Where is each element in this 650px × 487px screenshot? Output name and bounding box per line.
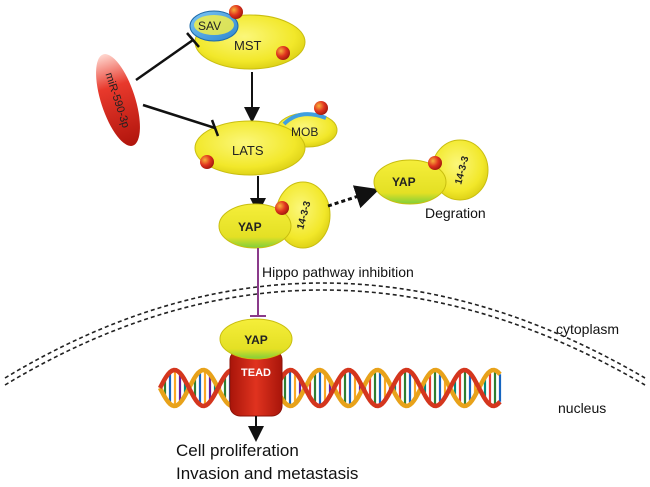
sav-label: SAV bbox=[198, 19, 221, 33]
yap-degraded-label: YAP bbox=[392, 175, 416, 189]
degradation-label: Degration bbox=[425, 205, 486, 221]
hippo-inhibition-label: Hippo pathway inhibition bbox=[262, 264, 414, 280]
phospho-mst-top bbox=[229, 5, 243, 19]
phospho-yap-center bbox=[275, 201, 289, 215]
outcome-proliferation: Cell proliferation bbox=[176, 441, 299, 460]
phospho-mst-right bbox=[276, 46, 290, 60]
yap-protein-nucleus bbox=[219, 318, 293, 360]
tead-label: TEAD bbox=[241, 367, 271, 379]
yap-protein-center bbox=[218, 203, 292, 249]
tead-yap-complex: TEAD YAP bbox=[219, 318, 293, 417]
dna-helix bbox=[157, 367, 502, 409]
phospho-yap-degraded bbox=[428, 156, 442, 170]
yap-nucleus-label: YAP bbox=[244, 333, 268, 347]
mst-label: MST bbox=[234, 38, 262, 53]
yap-1433-complex: YAP 14-3-3 bbox=[218, 181, 331, 249]
mirna-inhibition-lines bbox=[135, 32, 220, 137]
lats-label: LATS bbox=[232, 143, 264, 158]
mob-label: MOB bbox=[291, 125, 318, 139]
yap-1433-degraded-complex: YAP 14-3-3 bbox=[373, 139, 489, 205]
lats-mob-complex: MOB LATS bbox=[194, 101, 338, 176]
yap-protein-degraded bbox=[373, 159, 447, 205]
mirna-molecule: miR-590-3p bbox=[96, 54, 140, 146]
dna-strand-b bbox=[157, 367, 502, 409]
sav-mst-complex: SAV MST bbox=[189, 5, 306, 70]
cytoplasm-label: cytoplasm bbox=[556, 321, 619, 337]
tead-protein bbox=[229, 349, 283, 417]
phospho-lats bbox=[200, 155, 214, 169]
lats-protein bbox=[194, 120, 306, 176]
yap-center-label: YAP bbox=[238, 220, 262, 234]
nucleus-label: nucleus bbox=[558, 400, 606, 416]
nuclear-membrane bbox=[4, 282, 646, 386]
phospho-mob bbox=[314, 101, 328, 115]
arrow-to-degradation bbox=[327, 185, 380, 209]
dna-strand-a bbox=[157, 367, 502, 409]
outcome-invasion: Invasion and metastasis bbox=[176, 464, 358, 483]
